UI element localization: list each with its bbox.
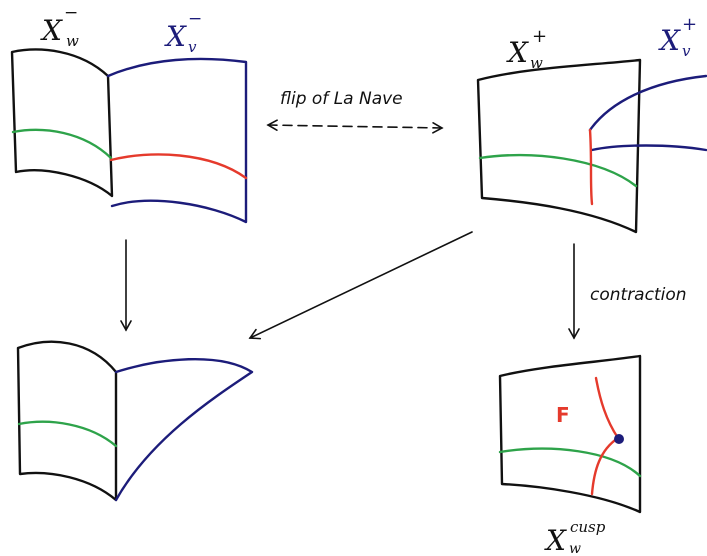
label-xw-minus: X w − [40,3,79,50]
label-xw-plus: X w + [506,26,547,72]
label-xv-plus: X v + [658,14,697,60]
arrow-diagonal [248,231,473,340]
surface-xw-minus [10,48,114,198]
green-curve-xw-plus [478,153,638,188]
label-xw-plus-sup: + [532,26,547,47]
red-curve-xv-minus [109,153,248,180]
green-curve-xw-minus [11,128,113,160]
label-xv-plus-sub: v [682,42,691,60]
label-xw-plus-base: X [506,36,529,69]
surface-xw-cusp: F [498,354,642,514]
green-curve-bottom-left [17,420,118,448]
fiber-label: F [556,403,570,427]
label-xw-cusp-base: X [544,524,567,556]
label-xv-minus: X v − [164,9,202,56]
fiber-curve [590,376,620,496]
label-xw-cusp: X w cusp [544,518,606,556]
label-xv-minus-sup: − [188,9,202,29]
label-xv-minus-sub: v [188,38,197,56]
label-xw-plus-sub: w [530,54,543,72]
surface-xv-minus [106,57,248,224]
flip-arrow [266,119,444,134]
label-xv-plus-sup: + [682,14,697,35]
surface-xv-plus [588,74,707,206]
cusp-point [614,434,624,444]
contraction-label: contraction [590,285,687,305]
label-xv-plus-base: X [658,24,681,57]
label-xw-cusp-sub: w [569,541,581,556]
label-xv-minus-base: X [164,20,187,53]
green-curve-cusp [498,447,642,478]
label-xw-minus-sub: w [66,32,79,50]
label-xw-minus-base: X [40,14,63,47]
label-xw-cusp-sup: cusp [570,518,606,536]
surface-xw-plus [476,58,642,234]
surface-bottom-left [16,340,254,502]
label-xw-minus-sup: − [64,3,78,23]
flip-label: flip of La Nave [280,89,403,109]
red-curve-xw-plus [588,128,594,206]
